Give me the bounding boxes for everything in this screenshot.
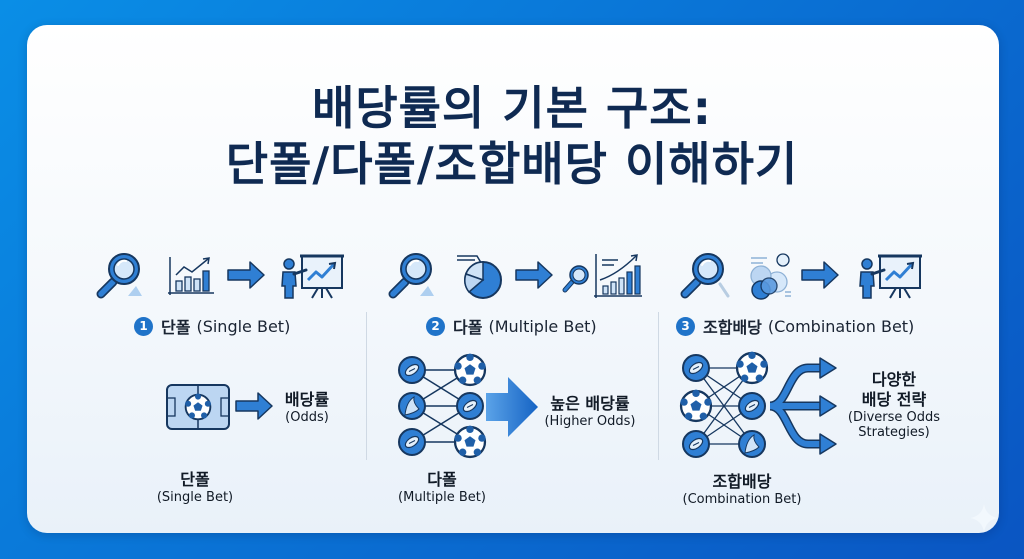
ball-network-icon [398,352,487,459]
bar-chart-growth-icon [167,256,215,296]
step-3-result: 다양한 배당 전략 (Diverse Odds Strategies) [847,370,941,440]
ball-network-full-icon [679,350,769,458]
step-3-label: 3 조합배당 (Combination Bet) [676,314,914,338]
page-title: 배당률의 기본 구조: 단폴/다폴/조합배당 이해하기 [0,80,1024,192]
presenter-chart-icon [858,254,924,300]
column-divider [658,312,659,460]
step-1-result: 배당률 (Odds) [284,390,330,425]
step-2-number-badge: 2 [426,316,445,336]
step-3-number-badge: 3 [676,316,695,336]
step-2-result: 높은 배당률 (Higher Odds) [544,394,636,429]
arrow-right-icon [227,261,265,289]
arrow-right-icon [801,261,839,289]
step-2-label: 2 다폴 (Multiple Bet) [426,314,597,338]
magnifier-icon [390,250,440,302]
presenter-chart-icon [280,254,346,300]
step-1-caption: 단폴 (Single Bet) [156,470,234,505]
magnifier-icon [98,250,148,302]
step-1-number-badge: 1 [134,316,153,336]
small-magnifier-icon [562,265,589,293]
magnifier-icon [680,253,730,299]
step-3-caption: 조합배당 (Combination Bet) [682,472,802,507]
bubble-cluster-icon [750,253,791,300]
arrow-right-icon [515,261,553,289]
branching-arrows-icon [768,357,837,455]
arrow-right-icon [235,392,273,420]
bar-chart-growth-icon [594,254,642,298]
step-2-caption: 다폴 (Multiple Bet) [398,470,486,505]
column-divider [366,312,367,460]
title-line-1: 배당률의 기본 구조: [312,81,712,135]
big-arrow-right-icon [486,377,538,437]
step-1-label: 1 단폴 (Single Bet) [134,314,290,338]
soccer-field-icon [166,384,230,430]
pie-chart-icon [457,255,502,299]
title-line-2: 단폴/다폴/조합배당 이해하기 [225,137,799,191]
sparkle-icon [970,504,998,532]
